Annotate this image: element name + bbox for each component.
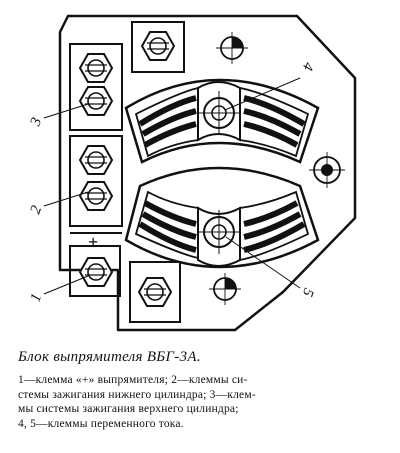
- terminal-5-nut: [197, 210, 241, 254]
- upper-rectifier-section: [124, 78, 320, 164]
- figure-caption-title: Блок выпрямителя ВБГ-3А.: [18, 349, 201, 365]
- leader-line-4: [224, 77, 301, 111]
- leader-line-2: [43, 191, 89, 207]
- callout-3: 3: [27, 116, 45, 129]
- legend-line: стемы зажигания нижнего цилиндра; 3—клем…: [18, 388, 256, 401]
- terminal-group-1-frame: [69, 245, 121, 297]
- bottom-nut-frame: [129, 261, 181, 323]
- terminal-group-2-frame: [69, 135, 123, 227]
- leader-line-1: [43, 275, 89, 295]
- hex-nut-bottom: [137, 277, 173, 307]
- terminal-4-nut: [197, 91, 241, 135]
- callout-2: 2: [28, 203, 46, 216]
- leader-line-5: [225, 236, 301, 289]
- terminal-group-3-frame: [69, 43, 123, 131]
- callout-5: 5: [299, 286, 317, 299]
- top-nut-frame: [131, 21, 185, 73]
- callout-1: 1: [28, 292, 46, 305]
- terminal-3-upper-nut: [78, 53, 114, 83]
- terminal-2-lower-nut: [78, 181, 114, 211]
- terminal-2-upper-nut: [78, 145, 114, 175]
- mounting-hole-top: [216, 32, 248, 64]
- terminal-3-lower-nut: [78, 86, 114, 116]
- legend-line: 1—клемма «+» выпрямителя; 2—клеммы си-: [18, 374, 248, 386]
- mounting-hole-right: [309, 152, 345, 188]
- figure-caption-legend: 1—клемма «+» выпрямителя; 2—клеммы си- с…: [18, 373, 382, 431]
- terminal-1-nut: [78, 257, 114, 287]
- hex-nut-top: [140, 31, 176, 61]
- plus-sign-label: +: [88, 232, 98, 252]
- mounting-hole-bottom: [209, 273, 241, 305]
- legend-line: 4, 5—клеммы переменного тока.: [18, 417, 184, 430]
- legend-line: мы системы зажигания верхнего цилиндра;: [18, 403, 239, 415]
- rectifier-block-drawing: + 1 2 3 4 5: [27, 14, 357, 332]
- leader-line-3: [43, 103, 89, 119]
